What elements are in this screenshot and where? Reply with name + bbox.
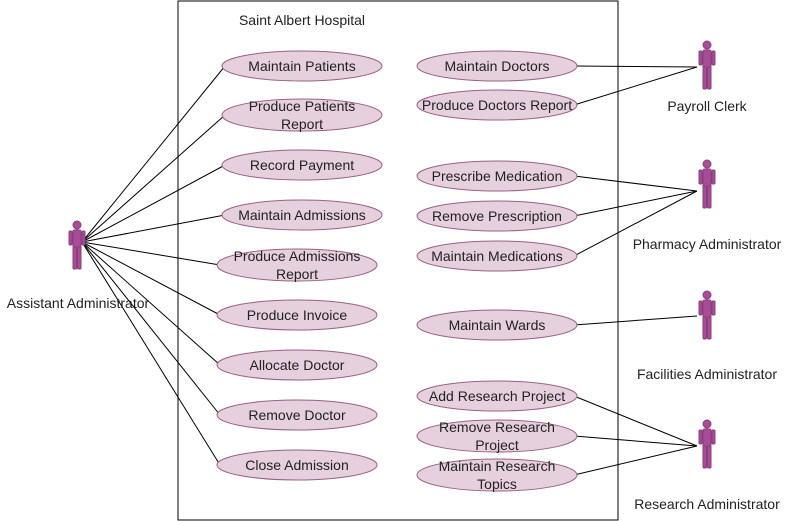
use-case-label: Report	[281, 116, 323, 132]
use-case-remove-prescription[interactable]: Remove Prescription	[416, 200, 578, 232]
actor-figure-icon	[698, 290, 716, 340]
use-case-label: Maintain Doctors	[444, 58, 549, 74]
actor-label: Payroll Clerk	[667, 98, 747, 114]
association-assistant-administrator-produce-invoice	[81, 241, 221, 316]
use-case-ellipse	[221, 199, 383, 231]
actor-payroll-clerk[interactable]: Payroll Clerk	[667, 40, 748, 114]
use-case-label: Prescribe Medication	[432, 168, 563, 184]
use-case-maintain-medications[interactable]: Maintain Medications	[416, 240, 578, 272]
association-assistant-administrator-remove-doctor	[81, 241, 221, 416]
association-assistant-administrator-allocate-doctor	[81, 241, 221, 366]
actor-figure-icon	[698, 159, 716, 209]
association-facilities-administrator-maintain-wards	[573, 315, 698, 326]
use-case-ellipse	[416, 419, 578, 453]
use-case-maintain-wards[interactable]: Maintain Wards	[416, 309, 578, 341]
use-case-ellipse	[221, 98, 383, 132]
use-case-label: Produce Invoice	[247, 307, 348, 323]
use-case-label: Maintain Medications	[431, 248, 563, 264]
use-case-add-research-project[interactable]: Add Research Project	[416, 380, 578, 412]
use-case-ellipse	[416, 200, 578, 232]
association-research-administrator-add-research-project	[573, 395, 698, 447]
association-payroll-clerk-produce-doctors-report	[573, 66, 698, 106]
association-research-administrator-remove-research-project	[573, 435, 698, 447]
actor-label: Research Administrator	[634, 496, 780, 512]
use-case-ellipse	[416, 380, 578, 412]
use-case-close-admission[interactable]: Close Admission	[216, 449, 378, 481]
association-assistant-administrator-close-admission	[81, 241, 221, 466]
use-case-label: Project	[475, 437, 519, 453]
use-case-label: Topics	[477, 476, 517, 492]
use-case-ellipse	[216, 248, 378, 282]
actor-label: Facilities Administrator	[637, 366, 777, 382]
use-case-ellipse	[216, 299, 378, 331]
use-case-ellipse	[221, 149, 383, 181]
use-case-label: Add Research Project	[429, 388, 565, 404]
association-payroll-clerk-maintain-doctors	[573, 65, 698, 68]
use-case-label: Remove Doctor	[248, 407, 346, 423]
use-case-label: Allocate Doctor	[250, 357, 345, 373]
association-research-administrator-maintain-research-topics	[573, 445, 698, 476]
actor-pharmacy-administrator[interactable]: Pharmacy Administrator	[633, 159, 782, 252]
use-case-ellipse	[416, 458, 578, 492]
actor-label: Pharmacy Administrator	[633, 236, 782, 252]
use-case-remove-doctor[interactable]: Remove Doctor	[216, 399, 378, 431]
actor-facilities-administrator[interactable]: Facilities Administrator	[637, 290, 777, 382]
use-case-label: Maintain Admissions	[238, 207, 366, 223]
actor-figure-icon	[68, 220, 86, 270]
use-case-label: Close Admission	[245, 457, 349, 473]
actor-figure-icon	[698, 419, 716, 469]
use-case-produce-doctors-report[interactable]: Produce Doctors Report	[416, 89, 578, 121]
use-case-produce-invoice[interactable]: Produce Invoice	[216, 299, 378, 331]
association-pharmacy-administrator-prescribe-medication	[573, 175, 698, 192]
use-case-ellipse	[216, 449, 378, 481]
use-case-maintain-doctors[interactable]: Maintain Doctors	[416, 50, 578, 82]
use-case-label: Remove Research	[439, 419, 555, 435]
association-assistant-administrator-produce-patients-report	[81, 114, 226, 243]
use-case-label: Report	[276, 266, 318, 282]
use-case-record-payment[interactable]: Record Payment	[221, 149, 383, 181]
actors: Assistant Administrator Payroll ClerkPhar…	[7, 40, 782, 512]
use-case-ellipse	[416, 309, 578, 341]
use-case-label: Produce Doctors Report	[422, 97, 572, 113]
use-case-label: Remove Prescription	[432, 208, 562, 224]
use-case-label: Produce Admissions	[234, 248, 361, 264]
actor-label: Assistant Administrator	[7, 295, 150, 311]
association-assistant-administrator-maintain-patients	[81, 65, 226, 243]
association-assistant-administrator-maintain-admissions	[81, 214, 226, 243]
use-case-label: Maintain Patients	[248, 58, 355, 74]
association-assistant-administrator-produce-admissions-report	[81, 241, 221, 266]
association-pharmacy-administrator-maintain-medications	[573, 190, 698, 257]
use-case-ellipse	[416, 160, 578, 192]
use-case-label: Record Payment	[250, 157, 354, 173]
association-assistant-administrator-record-payment	[81, 164, 226, 243]
use-case-ellipse	[216, 399, 378, 431]
actor-figure-icon	[698, 40, 716, 90]
use-case-ellipse	[216, 349, 378, 381]
association-lines	[81, 65, 698, 476]
use-case-ellipse	[416, 50, 578, 82]
association-pharmacy-administrator-remove-prescription	[573, 190, 698, 217]
actor-assistant-administrator[interactable]: Assistant Administrator	[7, 220, 150, 311]
use-case-label: Maintain Wards	[449, 317, 546, 333]
use-case-ellipse	[416, 240, 578, 272]
use-case-maintain-admissions[interactable]: Maintain Admissions	[221, 199, 383, 231]
use-case-maintain-patients[interactable]: Maintain Patients	[221, 50, 383, 82]
actor-research-administrator[interactable]: Research Administrator	[634, 419, 780, 512]
use-case-prescribe-medication[interactable]: Prescribe Medication	[416, 160, 578, 192]
use-case-label: Produce Patients	[249, 98, 356, 114]
use-case-ellipse	[221, 50, 383, 82]
system-boundary	[177, 0, 619, 521]
system-title: Saint Albert Hospital	[239, 12, 365, 28]
use-case-ellipse	[416, 89, 578, 121]
use-case-label: Maintain Research	[439, 458, 556, 474]
use-case-allocate-doctor[interactable]: Allocate Doctor	[216, 349, 378, 381]
